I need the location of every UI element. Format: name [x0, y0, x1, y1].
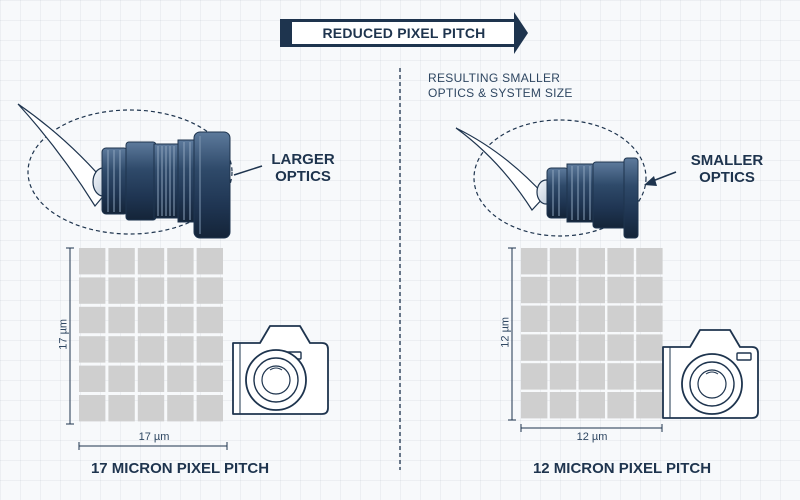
pixel-cell [108, 395, 135, 422]
pixel-cell [578, 276, 605, 304]
pixel-cell [137, 336, 165, 363]
pixel-cell [607, 334, 634, 361]
left-grid-height-label: 17 µm [57, 318, 70, 350]
pixel-cell [137, 365, 165, 392]
banner-title: REDUCED PIXEL PITCH [322, 25, 486, 41]
pixel-cell [636, 276, 663, 304]
left-grid-width-label: 17 µm [138, 431, 170, 443]
pixel-cell [578, 392, 605, 419]
pixel-cell [636, 305, 663, 332]
right-width-dimension [520, 424, 663, 432]
right-height-dimension [508, 247, 516, 421]
right-optics-field-ellipse [473, 119, 647, 237]
pixel-cell [521, 363, 548, 390]
pixel-cell [607, 305, 634, 332]
pixel-cell [636, 334, 663, 361]
pixel-cell [196, 248, 223, 275]
right-grid-width-label: 12 µm [576, 431, 608, 443]
pixel-cell [607, 248, 634, 275]
pixel-cell [549, 276, 577, 304]
pixel-cell [167, 365, 194, 392]
pixel-cell [108, 248, 135, 275]
pixel-cell [636, 248, 663, 275]
pixel-cell [521, 392, 548, 419]
pixel-cell [79, 248, 106, 275]
pixel-cell [549, 334, 577, 361]
right-pitch-title: 12 MICRON PIXEL PITCH [532, 460, 712, 477]
pixel-cell [578, 305, 605, 332]
pixel-cell [167, 336, 194, 363]
pixel-cell [196, 306, 223, 334]
pixel-cell [79, 336, 106, 363]
larger-optics-pointer [233, 165, 263, 176]
pixel-cell [636, 392, 663, 419]
pixel-cell [578, 334, 605, 361]
pixel-cell [578, 363, 605, 390]
pixel-grid-17um [79, 248, 223, 422]
smaller-optics-line2: OPTICS [699, 169, 755, 187]
pixel-cell [607, 276, 634, 304]
pixel-cell [79, 306, 106, 334]
reduced-pixel-pitch-banner-arrow [280, 12, 528, 54]
pixel-cell [607, 363, 634, 390]
larger-optics-line1: LARGER [271, 151, 335, 168]
left-optics-field-ellipse [27, 109, 233, 235]
left-pitch-title: 17 MICRON PIXEL PITCH [90, 460, 270, 477]
pixel-cell [521, 305, 548, 332]
larger-optics-label: LARGER OPTICS [266, 151, 340, 186]
right-camera-icon [662, 329, 759, 419]
smaller-optics-arrow [644, 171, 677, 186]
smaller-optics-label: SMALLER OPTICS [684, 152, 770, 187]
pixel-cell [167, 277, 194, 304]
pixel-cell [196, 365, 223, 392]
pixel-cell [167, 395, 194, 422]
pixel-cell [108, 306, 135, 334]
pixel-cell [549, 392, 577, 419]
pixel-cell [549, 248, 577, 275]
left-height-dimension [66, 247, 74, 425]
pixel-cell [549, 305, 577, 332]
left-camera-icon [232, 325, 329, 415]
right-light-cone [455, 127, 546, 211]
result-note-line2: OPTICS & SYSTEM SIZE [428, 86, 573, 100]
smaller-optics-line1: SMALLER [690, 152, 764, 169]
pixel-cell [196, 277, 223, 304]
pixel-cell [79, 277, 106, 304]
result-note: RESULTING SMALLER OPTICS & SYSTEM SIZE [428, 71, 573, 101]
large-lens-icon [92, 131, 231, 239]
pixel-cell [607, 392, 634, 419]
pixel-cell [521, 248, 548, 275]
pixel-grid-12um [521, 248, 663, 419]
pixel-cell [521, 334, 548, 361]
pixel-cell [636, 363, 663, 390]
right-grid-height-label: 12 µm [499, 316, 512, 348]
pixel-cell [137, 306, 165, 334]
pixel-cell [167, 306, 194, 334]
left-width-dimension [78, 442, 228, 450]
pixel-cell [108, 277, 135, 304]
pixel-cell [79, 365, 106, 392]
pixel-cell [108, 336, 135, 363]
pixel-cell [196, 336, 223, 363]
pixel-cell [521, 276, 548, 304]
pixel-cell [578, 248, 605, 275]
pixel-cell [549, 363, 577, 390]
pixel-cell [137, 277, 165, 304]
small-lens-icon [536, 157, 639, 239]
pixel-cell [137, 248, 165, 275]
pixel-cell [137, 395, 165, 422]
larger-optics-line2: OPTICS [275, 168, 331, 186]
pixel-cell [108, 365, 135, 392]
pixel-cell [79, 395, 106, 422]
pixel-cell [167, 248, 194, 275]
result-note-line1: RESULTING SMALLER [428, 71, 561, 85]
pixel-cell [196, 395, 223, 422]
